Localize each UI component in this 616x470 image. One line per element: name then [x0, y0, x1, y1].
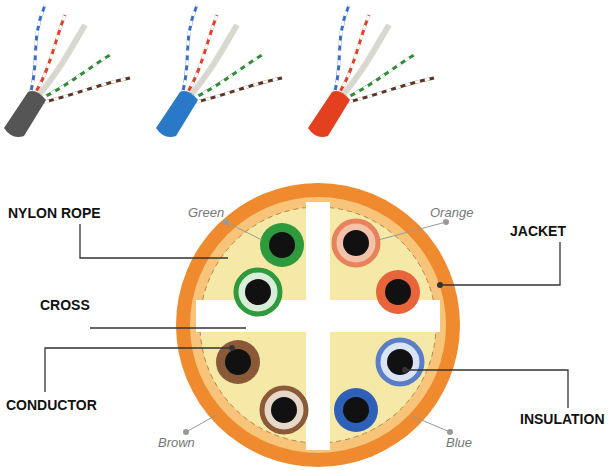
color-name: Blue [446, 436, 472, 449]
color-name: Orange [430, 206, 473, 219]
part-name: CROSS [40, 298, 90, 312]
color-name: Brown [158, 436, 195, 449]
part-name: CONDUCTOR [6, 398, 97, 412]
part-name: NYLON ROPE [8, 206, 101, 220]
part-name: INSULATION [520, 412, 605, 426]
color-name: Green [188, 206, 224, 219]
part-name: JACKET [510, 224, 566, 238]
